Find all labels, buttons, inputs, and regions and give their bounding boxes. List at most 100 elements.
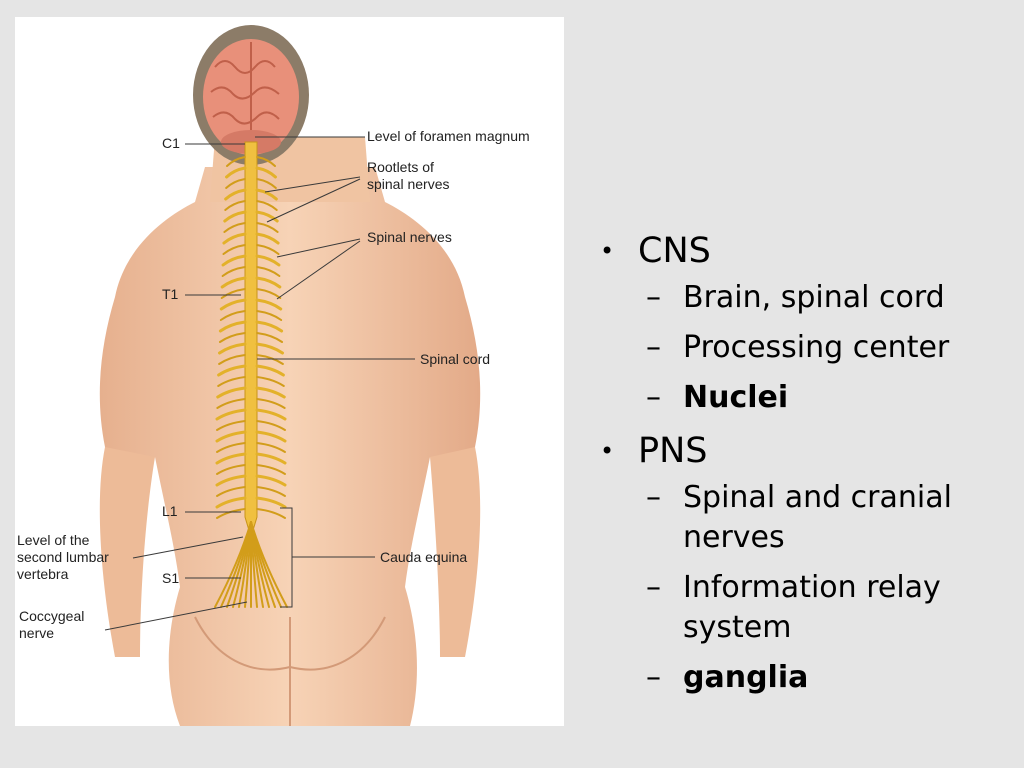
cauda-fiber <box>250 521 288 608</box>
nerve-branch <box>256 420 286 431</box>
nerve-branch <box>256 354 284 365</box>
cauda-equina-fibers <box>214 521 288 608</box>
label-rootlets-line2: spinal nerves <box>367 176 450 192</box>
bullet-cns-title: CNS <box>638 231 711 271</box>
nerve-branch <box>218 354 246 365</box>
nerve-branch <box>218 342 247 355</box>
label-l1: L1 <box>162 503 178 519</box>
sub-bullet-text: Spinal and cranial nerves <box>683 480 952 555</box>
spinal-cord-shape <box>244 141 258 539</box>
dash-marker: – <box>646 280 661 315</box>
sub-bullet-text: Nuclei <box>683 380 789 415</box>
dash-marker: – <box>646 380 661 415</box>
nerve-branch <box>255 342 284 355</box>
nerve-branch <box>256 508 286 519</box>
nerve-branch <box>225 166 247 179</box>
nerve-branch <box>255 430 287 443</box>
nerve-branch <box>256 200 278 211</box>
nerve-branch <box>255 166 277 179</box>
nerve-branch <box>222 244 246 255</box>
nerve-branch <box>256 376 285 387</box>
nerve-branch <box>256 310 283 321</box>
spinal-nerve-branches <box>215 156 287 519</box>
nerve-branch <box>256 486 286 497</box>
nerve-branch <box>255 276 282 289</box>
label-lumbar-line2: second lumbar <box>17 549 109 565</box>
nerve-branch <box>225 178 246 189</box>
bullet-pns-title: PNS <box>638 431 708 471</box>
nerve-branch <box>255 364 285 377</box>
sub-bullet-text: Brain, spinal cord <box>683 280 945 315</box>
bullet-cns: • CNS <box>600 228 1010 274</box>
nerve-branch <box>215 430 247 443</box>
nerve-branch <box>256 464 286 475</box>
bullet-list: • CNS – Brain, spinal cord – Processing … <box>600 228 1010 708</box>
label-cauda-equina: Cauda equina <box>380 549 467 565</box>
sub-bullet-pns-3: – ganglia <box>600 658 1010 698</box>
nerve-branch <box>224 200 246 211</box>
nerve-branch <box>216 486 246 497</box>
nerve-branch <box>222 232 247 245</box>
nerve-branch <box>255 386 286 399</box>
label-spinal-nerves: Spinal nerves <box>367 229 452 245</box>
label-rootlets-line1: Rootlets of <box>367 159 434 175</box>
nerve-branch <box>255 320 284 333</box>
nerve-branch <box>215 408 247 421</box>
nerve-branch <box>255 496 287 509</box>
nerve-branch <box>256 398 286 409</box>
nerve-branch <box>224 188 247 201</box>
nerve-branch <box>256 222 279 233</box>
nerve-branch <box>216 464 246 475</box>
sub-bullet-text: ganglia <box>683 660 809 695</box>
nerve-branch <box>218 320 247 333</box>
nerve-branch <box>215 452 247 465</box>
nerve-branch <box>215 496 247 509</box>
sub-bullet-cns-2: – Processing center <box>600 328 1010 368</box>
nerve-branch <box>255 232 280 245</box>
spinal-anatomy-figure: C1 Level of foramen magnum Rootlets of s… <box>15 17 564 726</box>
nerve-branch <box>217 364 247 377</box>
label-t1: T1 <box>162 286 179 302</box>
nerve-branch <box>256 266 281 277</box>
nerve-branch <box>255 210 279 223</box>
nerve-branch <box>215 474 247 487</box>
dash-marker: – <box>646 480 661 515</box>
nerve-branch <box>220 276 247 289</box>
nerve-branch <box>219 298 247 311</box>
sub-bullet-cns-3: – Nuclei <box>600 378 1010 418</box>
nerve-branch <box>221 254 247 267</box>
nerve-branch <box>256 156 276 167</box>
sub-bullet-text: Information relay system <box>683 570 941 645</box>
nerve-branch <box>216 420 246 431</box>
bullet-marker: • <box>600 437 615 465</box>
dash-marker: – <box>646 660 661 695</box>
nerve-branch <box>218 332 246 343</box>
sub-bullet-cns-1: – Brain, spinal cord <box>600 278 1010 318</box>
nerve-branch <box>223 222 246 233</box>
nerve-branch <box>216 386 247 399</box>
nerve-branch <box>221 266 246 277</box>
label-lumbar-line3: vertebra <box>17 566 69 582</box>
anatomy-illustration: C1 Level of foramen magnum Rootlets of s… <box>17 25 530 726</box>
nerve-branch <box>255 254 281 267</box>
nerve-branch <box>255 298 283 311</box>
nerve-branch <box>223 210 247 223</box>
bullet-pns: • PNS <box>600 428 1010 474</box>
torso-silhouette <box>99 167 481 726</box>
sub-bullet-text: Processing center <box>683 330 950 365</box>
nerve-branch <box>256 288 282 299</box>
nerve-branch <box>255 188 278 201</box>
nerve-branch <box>255 408 287 421</box>
label-coccygeal-line2: nerve <box>19 625 54 641</box>
nerve-branch <box>220 288 246 299</box>
nerve-branch <box>217 376 246 387</box>
bullet-marker: • <box>600 237 615 265</box>
nerve-branch <box>256 178 277 189</box>
nerve-branch <box>255 452 287 465</box>
label-c1: C1 <box>162 135 180 151</box>
nerve-branch <box>256 332 284 343</box>
nerve-branch <box>256 442 286 453</box>
sub-bullet-pns-2: – Information relay system <box>600 568 1010 648</box>
label-lumbar-line1: Level of the <box>17 532 90 548</box>
label-s1: S1 <box>162 570 179 586</box>
